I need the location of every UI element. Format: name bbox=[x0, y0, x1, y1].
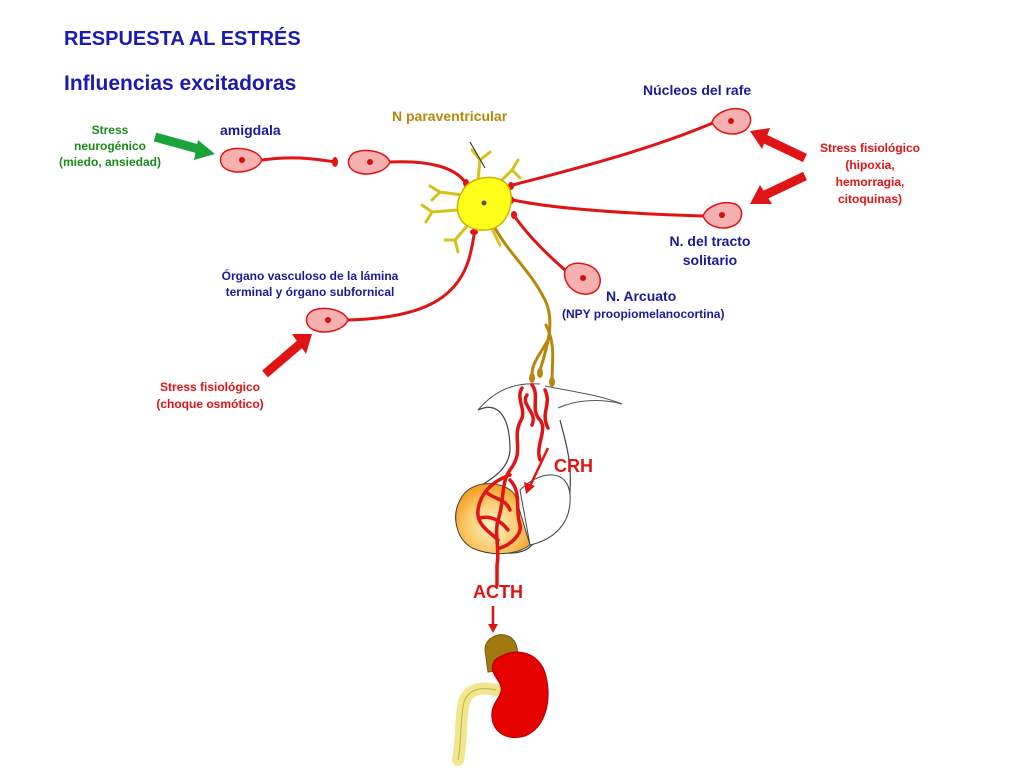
arrow-acth bbox=[488, 606, 498, 633]
label-acth: ACTH bbox=[473, 582, 523, 602]
axon-organo-to-pvn bbox=[346, 228, 477, 322]
label-paraventricular: N paraventricular bbox=[392, 108, 508, 124]
kidney bbox=[491, 651, 549, 738]
page-title: RESPUESTA AL ESTRÉS bbox=[64, 28, 301, 50]
arrow-crh bbox=[524, 447, 550, 494]
arrow-physio-solitario bbox=[750, 171, 807, 204]
pituitary bbox=[455, 406, 571, 555]
neuron-arcuato bbox=[563, 262, 601, 295]
hypothalamus-outline bbox=[477, 383, 623, 411]
label-organo: Órgano vasculoso de la lámina terminal y… bbox=[221, 269, 399, 299]
label-rafe: Núcleos del rafe bbox=[643, 82, 752, 98]
pvn-neuron bbox=[420, 148, 522, 254]
neuron-amigdala-2 bbox=[347, 149, 391, 175]
neuron-rafe bbox=[711, 108, 752, 135]
axon-solitario-to-pvn bbox=[511, 198, 705, 218]
axon-rafe-to-pvn bbox=[511, 120, 717, 187]
pvn-pointer-line bbox=[469, 141, 486, 169]
axon-pvn-to-median bbox=[493, 226, 552, 372]
axon-amigdala-to-amigdala2 bbox=[260, 156, 337, 164]
label-arcuato: N. Arcuato bbox=[606, 288, 677, 304]
page-subtitle: Influencias excitadoras bbox=[64, 72, 297, 95]
neuron-solitario bbox=[702, 202, 743, 229]
label-crh: CRH bbox=[554, 456, 593, 476]
neuron-organo bbox=[305, 307, 349, 333]
label-stress-physio-right: Stress fisiológico (hipoxia, hemorragia,… bbox=[819, 141, 921, 206]
arrow-neurogenic bbox=[153, 132, 215, 160]
axon-amigdala2-to-pvn bbox=[388, 160, 467, 184]
median-eminence-terminals bbox=[529, 368, 555, 387]
arrow-physio-rafe bbox=[750, 128, 807, 163]
label-tracto-solitario: N. del tracto solitario bbox=[669, 233, 751, 268]
arrow-physio-organo bbox=[262, 334, 312, 378]
axons bbox=[260, 120, 717, 382]
label-amigdala: amigdala bbox=[220, 122, 281, 138]
label-arcuato-sub: (NPY proopiomelanocortina) bbox=[562, 307, 725, 321]
label-stress-physio-left: Stress fisiológico (choque osmótico) bbox=[156, 380, 264, 411]
neuron-amigdala-1 bbox=[219, 147, 263, 173]
ureter bbox=[452, 682, 502, 766]
label-stress-neurogenic: Stress neurogénico (miedo, ansiedad) bbox=[58, 123, 162, 169]
portal-vessels bbox=[476, 383, 550, 587]
axon-arcuato-to-pvn bbox=[513, 215, 567, 272]
